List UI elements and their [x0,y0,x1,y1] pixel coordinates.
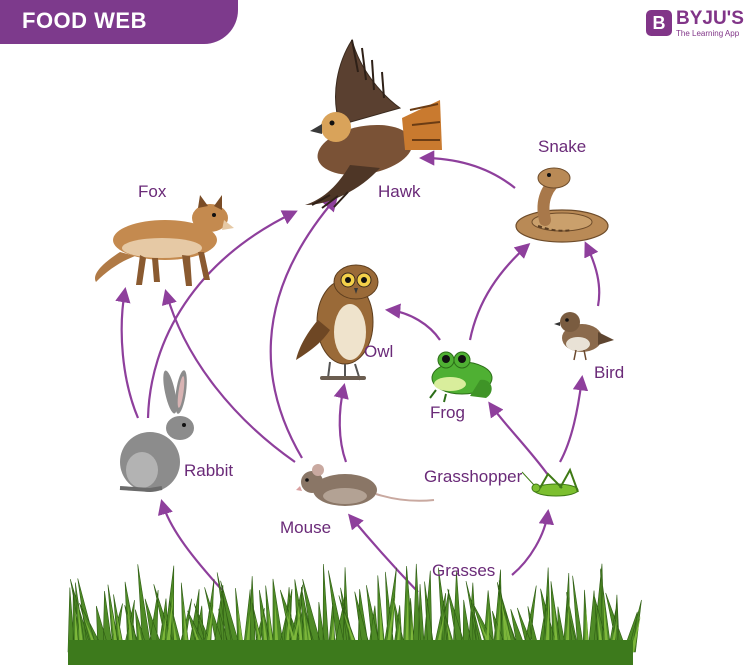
label-grasshopper: Grasshopper [424,467,523,486]
brand-name: BYJU'S [676,8,744,29]
fox-illustration [95,195,234,286]
arrow-grasses-to-rabbit [157,499,223,591]
arrow-rabbit-to-fox [115,286,140,419]
label-fox: Fox [138,182,167,201]
rabbit-illustration [119,370,194,493]
arrow-grasses-to-mouse [348,513,419,593]
grass-illustration [67,563,642,665]
arrow-grasshopper-to-frog [488,401,549,476]
diagram-title: FOOD WEB [22,8,147,33]
label-frog: Frog [430,403,465,422]
frog-illustration [429,351,493,403]
arrow-mouse-to-fox [161,289,296,463]
label-bird: Bird [594,363,624,382]
owl-illustration [296,264,379,381]
brand-logo: B BYJU'S The Learning App [646,8,746,42]
hawk-illustration [305,38,442,209]
label-owl: Owl [364,342,393,361]
brand-logo-icon: B [646,10,672,36]
bird-illustration [554,312,614,361]
label-rabbit: Rabbit [184,461,233,480]
snake-illustration [515,167,609,243]
label-snake: Snake [538,137,586,156]
label-grasses: Grasses [432,561,495,580]
arrow-snake-to-hawk [418,150,516,189]
arrow-grasshopper-to-bird [559,374,589,463]
arrow-mouse-to-hawk [269,195,339,459]
arrow-bird-to-snake [584,241,601,307]
organism-labels: Hawk Snake Fox Owl Bird Frog Rabbit Gras… [138,137,624,580]
grasshopper-illustration [521,467,579,497]
brand-tagline: The Learning App [676,29,740,38]
title-banner: FOOD WEB [0,0,238,44]
label-mouse: Mouse [280,518,331,537]
arrow-grasses-to-grasshopper [511,508,555,576]
arrow-frog-to-owl [384,303,441,341]
label-hawk: Hawk [378,182,421,201]
arrows [115,150,601,593]
arrow-rabbit-to-hawk [146,210,298,419]
mouse-illustration [296,464,435,506]
arrow-frog-to-snake [468,242,531,341]
arrow-mouse-to-owl [333,382,349,463]
